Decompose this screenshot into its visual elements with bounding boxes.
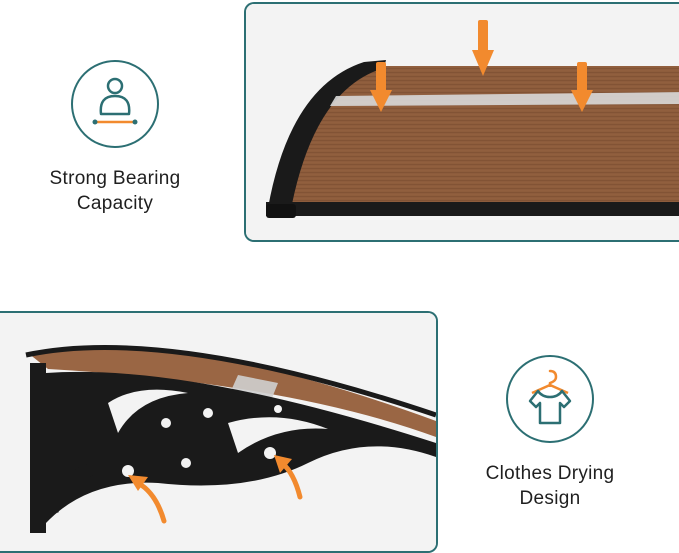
canopy-top-view-illustration [246, 4, 679, 240]
drying-photo-panel [0, 311, 438, 553]
bearing-photo-panel [244, 2, 679, 242]
feature-title-line1: Strong Bearing [49, 168, 181, 189]
aluminum-strip [330, 92, 679, 106]
hanging-holes [108, 389, 328, 477]
t-shirt-hanger-icon [506, 355, 594, 443]
feature-title-line1: Clothes Drying [485, 463, 615, 484]
frame-arm [268, 60, 386, 208]
canopy-bracket-illustration [0, 313, 436, 551]
down-arrow-icon [571, 62, 593, 112]
weight-bearing-icon [71, 60, 159, 148]
wall-post [30, 363, 46, 533]
down-arrow-icon [370, 62, 392, 112]
feature-clothes-drying: Clothes Drying Design [475, 355, 625, 511]
feature-title-line2: Design [519, 488, 581, 509]
feature-title-line2: Capacity [76, 193, 154, 214]
feature-strong-bearing: Strong Bearing Capacity [40, 60, 190, 216]
down-arrow-icon [472, 20, 494, 76]
feature-label: Strong Bearing Capacity [40, 166, 190, 216]
polycarbonate-panel [28, 345, 436, 437]
load-arrows [370, 20, 593, 112]
feature-label: Clothes Drying Design [475, 461, 625, 511]
frame-bottom-bar [266, 202, 679, 216]
